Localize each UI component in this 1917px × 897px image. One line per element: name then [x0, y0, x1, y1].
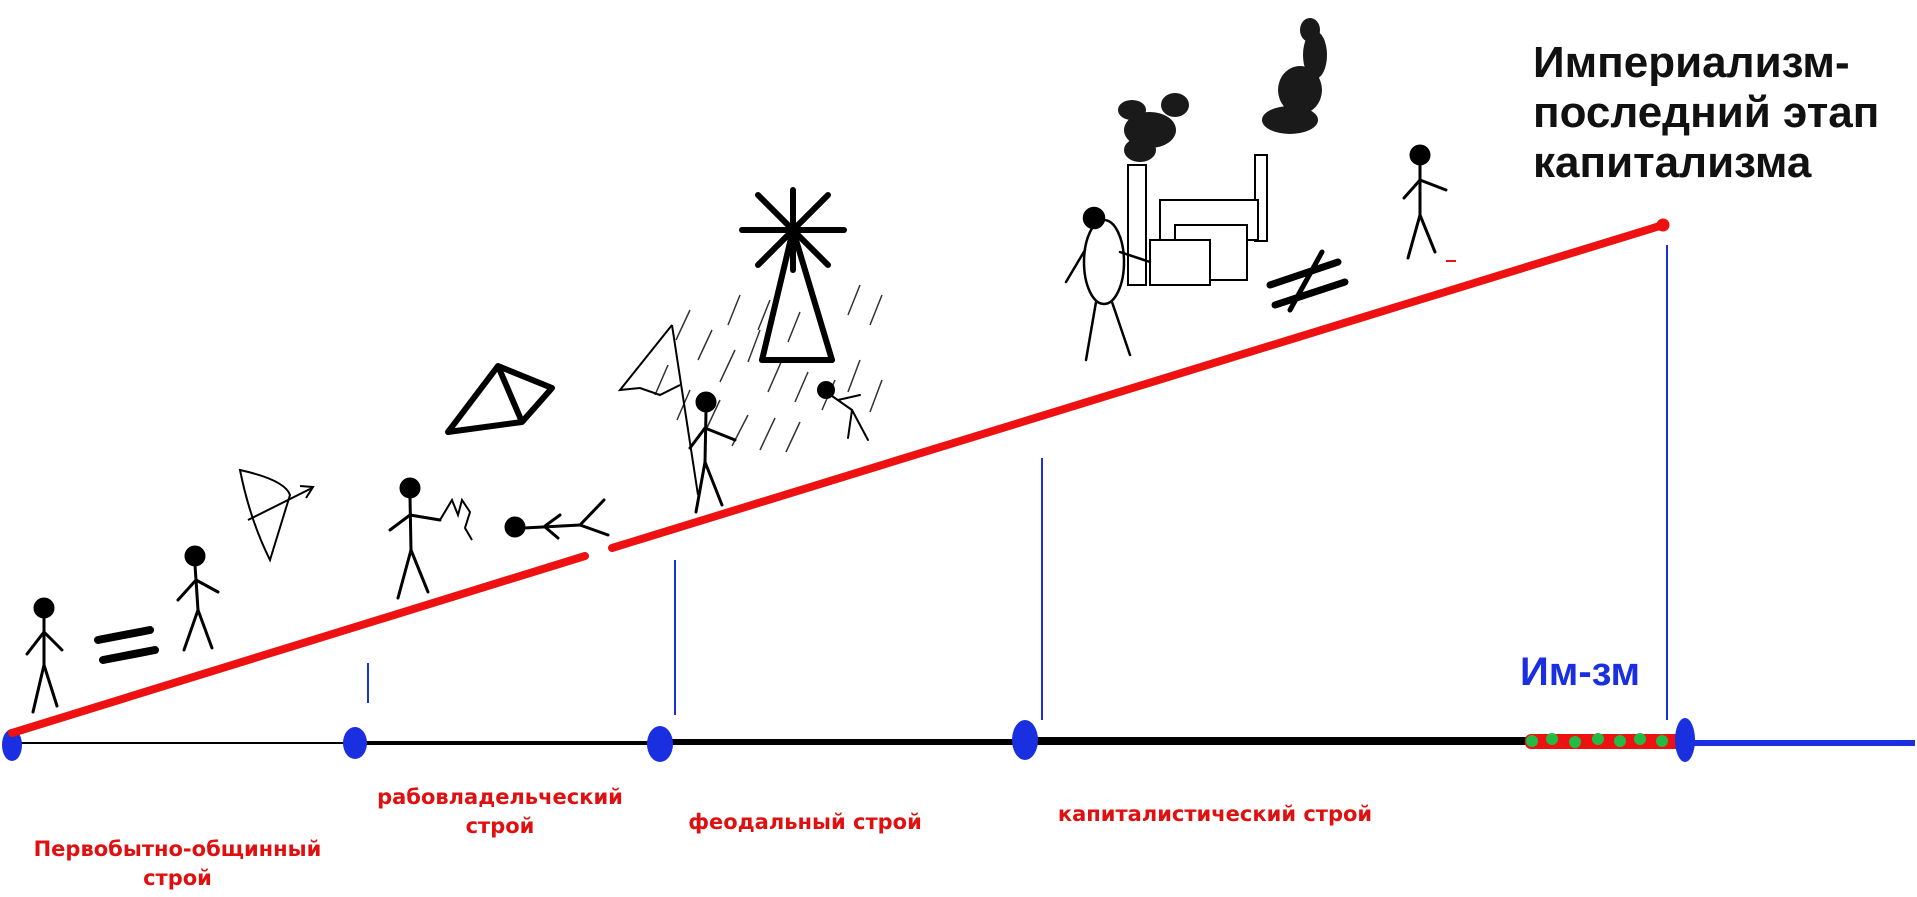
title-line-2: последний этап: [1533, 88, 1893, 138]
era-label-capitalism: капиталистический строй: [1030, 800, 1400, 829]
diagram-title: Империализм- последний этап капитализма: [1533, 38, 1893, 188]
not-equal-icon: [1270, 252, 1345, 310]
windmill-icon: [742, 190, 844, 360]
stick-figure-icon: [1404, 146, 1446, 258]
stick-figure-icon: [178, 547, 218, 650]
title-line-1: Империализм-: [1533, 38, 1893, 88]
era-marker-slavery: [343, 727, 367, 759]
era-marker-capitalism: [1012, 720, 1038, 760]
timeline: [5, 733, 1915, 749]
bow-arrow-icon: [240, 470, 313, 560]
equals-icon: [98, 630, 155, 660]
fallen-slave-icon: [506, 500, 608, 538]
factory-icon: [1128, 155, 1267, 285]
flag-icon: [620, 325, 698, 495]
title-line-3: капитализма: [1533, 138, 1893, 188]
imperialism-tag: Им-зм: [1520, 648, 1640, 696]
era-label-slavery: рабовладельческий строй: [355, 783, 645, 841]
stick-figure-icon: [390, 479, 440, 598]
smoke-icon: [1118, 18, 1327, 162]
stick-figure-icon: [27, 599, 62, 712]
field-icon: [655, 285, 882, 452]
guide-lines: [368, 245, 1667, 720]
era-label-primitive: Первобытно-общинный строй: [5, 835, 350, 893]
peasant-figure-icon: [818, 382, 868, 440]
era-marker-feudal: [647, 726, 673, 762]
pyramid-icon: [448, 366, 552, 432]
era-marker-imperialism: [1675, 718, 1695, 762]
stick-figure-icon: [690, 393, 735, 512]
era-label-feudal: феодальный строй: [665, 808, 945, 837]
whip-icon: [440, 500, 472, 540]
